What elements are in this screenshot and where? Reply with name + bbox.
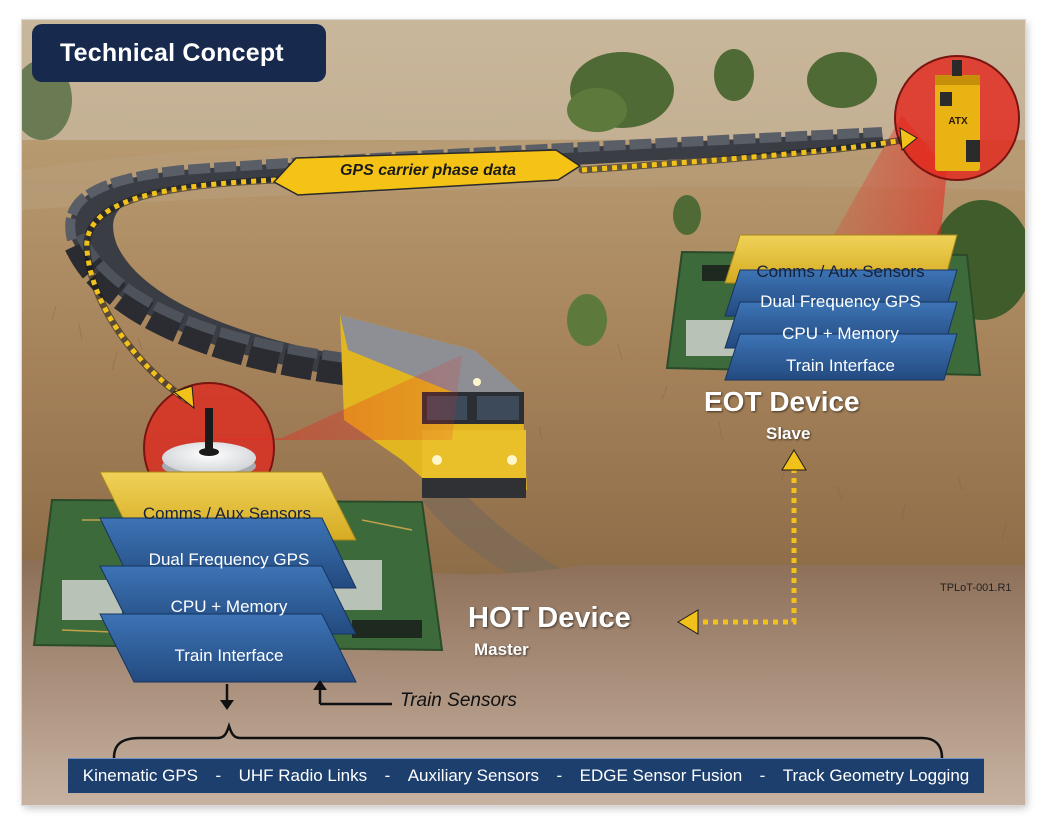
capability-separator: -	[759, 766, 766, 785]
eot-device-role: Slave	[766, 424, 811, 443]
atx-unit-label: ATX	[948, 116, 968, 127]
capability-bar: Kinematic GPS - UHF Radio Links - Auxili…	[68, 758, 984, 793]
eot-layer-interface: Train Interface	[786, 356, 895, 375]
gps-link-label-box: GPS carrier phase data	[300, 162, 556, 180]
eot-device-name: EOT Device	[704, 386, 860, 417]
title-banner: Technical Concept	[32, 24, 326, 82]
eot-layer-comms: Comms / Aux Sensors	[756, 262, 925, 281]
capability-separator: -	[556, 766, 563, 785]
reference-code-box: TPLoT-001.R1	[940, 578, 1012, 596]
train-sensors-label-box: Train Sensors	[400, 690, 517, 712]
eot-layer-cpu: CPU + Memory	[782, 324, 899, 343]
capability-sensor-fusion: EDGE Sensor Fusion	[579, 766, 743, 785]
capability-aux-sensors: Auxiliary Sensors	[407, 766, 540, 785]
eot-layer-gps: Dual Frequency GPS	[760, 292, 921, 311]
hot-layer-cpu: CPU + Memory	[170, 597, 288, 616]
gps-link-label: GPS carrier phase data	[339, 162, 517, 179]
train-sensors-label: Train Sensors	[400, 690, 517, 711]
hot-layer-interface: Train Interface	[174, 646, 284, 665]
capability-track-logging: Track Geometry Logging	[782, 766, 970, 785]
hot-layer-gps: Dual Frequency GPS	[148, 550, 310, 569]
capability-separator: -	[215, 766, 222, 785]
hot-device-name: HOT Device	[468, 602, 631, 634]
capability-kinematic-gps: Kinematic GPS	[82, 766, 198, 785]
hot-device-role: Master	[474, 640, 529, 659]
diagram-frame: Technical Concept GPS carrier phase data…	[22, 20, 1025, 805]
hot-layer-comms: Comms / Aux Sensors	[142, 504, 312, 523]
capability-uhf-radio: UHF Radio Links	[238, 766, 368, 785]
page-title: Technical Concept	[60, 38, 284, 67]
reference-code: TPLoT-001.R1	[940, 582, 1012, 594]
scene-illustration	[22, 20, 1025, 805]
capability-separator: -	[384, 766, 391, 785]
